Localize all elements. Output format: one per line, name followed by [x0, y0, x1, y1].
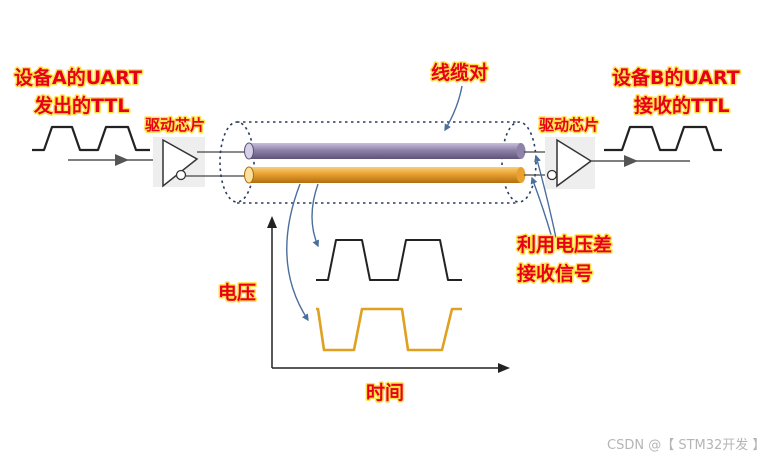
graph-y-axis-label: 电压 [218, 281, 256, 304]
receiver-label-line2: 接收的TTL [634, 94, 729, 117]
right-driver-label: 驱动芯片 [539, 116, 599, 134]
receiver-ttl-waveform [604, 125, 722, 152]
cable-label-pointer [444, 85, 463, 132]
right-driver-buffer-icon [556, 138, 593, 188]
receiver-label-line1: 设备B的UART [612, 66, 740, 89]
cable-shield [219, 121, 537, 204]
diff-label-line1: 利用电压差 [517, 233, 612, 256]
cable-label: 线缆对 [431, 61, 488, 84]
sender-ttl-waveform [32, 125, 150, 152]
cable-wire-orange-end-right [516, 167, 526, 183]
sender-input-arrow [115, 154, 129, 166]
right-driver-inverter-bubble-icon [546, 169, 558, 181]
cable-wire-purple-end-right [516, 143, 526, 159]
diff-pointer-orange [530, 176, 553, 239]
cable-wire-purple-end-left [244, 142, 254, 160]
sender-label-line2: 发出的TTL [33, 94, 129, 117]
left-driver-inverter-bubble-icon [175, 169, 187, 181]
diff-label-line2: 接收信号 [517, 262, 593, 285]
graph-y-axis-arrow [267, 216, 277, 228]
csdn-watermark: CSDN @【 STM32开发 】 [607, 437, 765, 453]
diff-pointer-purple [534, 154, 557, 239]
graph-pointer-orange [286, 183, 309, 322]
left-driver-label: 驱动芯片 [145, 116, 205, 134]
receiver-output-arrow [624, 155, 638, 167]
cable-wire-orange [249, 167, 521, 183]
graph-pointer-purple [311, 183, 320, 248]
graph-signal-purple-line [316, 239, 462, 281]
graph-signal-orange-line [316, 307, 462, 352]
graph-x-axis-arrow [498, 363, 510, 373]
cable-wire-purple [249, 143, 521, 159]
sender-label-line1: 设备A的UART [14, 66, 142, 89]
graph-x-axis-label: 时间 [366, 382, 404, 404]
cable-wire-orange-end-left [244, 166, 254, 184]
